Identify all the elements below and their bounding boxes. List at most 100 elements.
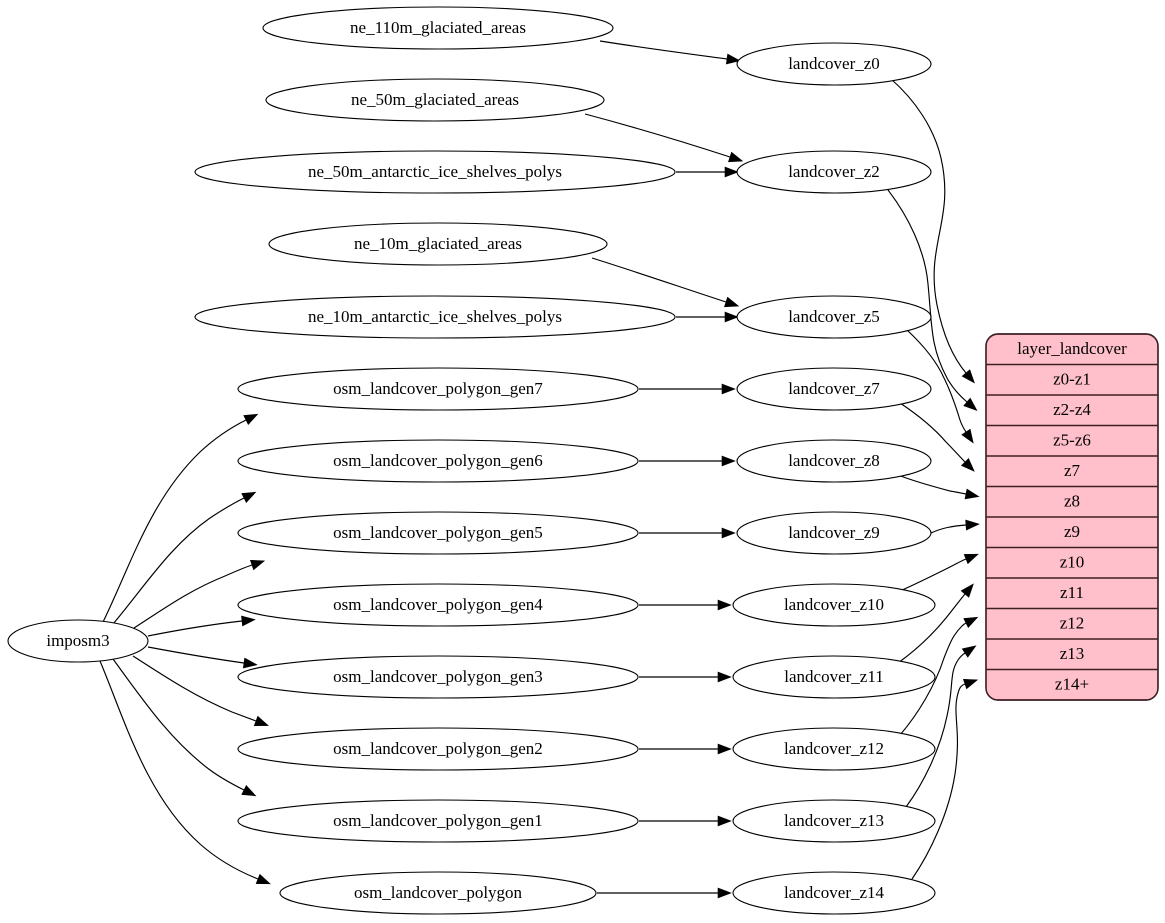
edge-line [911, 683, 966, 880]
graph-node-landcover_z5[interactable]: landcover_z5 [736, 295, 932, 339]
edge-line [591, 257, 727, 303]
graph-node-landcover_z2[interactable]: landcover_z2 [736, 150, 932, 194]
node-ellipse[interactable] [237, 583, 639, 627]
table-row-hit[interactable] [986, 548, 1158, 579]
table-row-hit[interactable] [986, 670, 1158, 701]
node-ellipse[interactable] [732, 655, 936, 699]
graph-node-osm_landcover_polygon[interactable]: osm_landcover_polygon [279, 871, 597, 915]
graph-node-osm_landcover_polygon_gen5[interactable]: osm_landcover_polygon_gen5 [237, 511, 639, 555]
node-ellipse[interactable] [736, 42, 932, 86]
table-row-hit[interactable] [986, 517, 1158, 548]
edge-arrowhead [721, 455, 736, 467]
graph-node-imposm3[interactable]: imposm3 [7, 619, 149, 663]
table-row[interactable]: z2-z4 [986, 395, 1158, 426]
table-row-hit[interactable] [986, 395, 1158, 426]
node-ellipse[interactable] [237, 511, 639, 555]
edge-line [899, 622, 967, 736]
node-ellipse[interactable] [237, 799, 639, 843]
node-ellipse[interactable] [736, 295, 932, 339]
edge-line [584, 113, 731, 158]
node-ellipse[interactable] [194, 150, 676, 194]
table-row-hit[interactable] [986, 578, 1158, 609]
graph-node-landcover_z11[interactable]: landcover_z11 [732, 655, 936, 699]
graph-node-landcover_z7[interactable]: landcover_z7 [736, 367, 932, 411]
table-row[interactable]: z13 [986, 639, 1158, 670]
node-ellipse[interactable] [736, 511, 932, 555]
node-ellipse[interactable] [7, 619, 149, 663]
layer-table[interactable]: layer_landcoverz0-z1z2-z4z5-z6z7z8z9z10z… [985, 333, 1159, 701]
table-row[interactable]: z0-z1 [986, 365, 1158, 396]
node-ellipse[interactable] [736, 367, 932, 411]
graph-edge [639, 671, 732, 683]
node-ellipse[interactable] [237, 439, 639, 483]
graph-node-osm_landcover_polygon_gen4[interactable]: osm_landcover_polygon_gen4 [237, 583, 639, 627]
node-ellipse[interactable] [262, 6, 614, 50]
graph-edge [639, 599, 732, 611]
node-ellipse[interactable] [736, 439, 932, 483]
edge-line [99, 660, 259, 880]
node-ellipse[interactable] [279, 871, 597, 915]
edge-arrowhead [241, 491, 257, 503]
edge-line [112, 658, 245, 791]
table-row-hit[interactable] [986, 456, 1158, 487]
graph-node-landcover_z12[interactable]: landcover_z12 [732, 727, 936, 771]
graph-node-osm_landcover_polygon_gen6[interactable]: osm_landcover_polygon_gen6 [237, 439, 639, 483]
node-ellipse[interactable] [237, 727, 639, 771]
edge-arrowhead [241, 615, 256, 627]
graph-node-osm_landcover_polygon_gen3[interactable]: osm_landcover_polygon_gen3 [237, 655, 639, 699]
node-ellipse[interactable] [194, 295, 676, 339]
table-row-hit[interactable] [986, 487, 1158, 518]
node-ellipse[interactable] [732, 583, 936, 627]
table-layer: layer_landcoverz0-z1z2-z4z5-z6z7z8z9z10z… [985, 333, 1159, 701]
edge-arrowhead [724, 296, 740, 308]
node-ellipse[interactable] [237, 655, 639, 699]
node-ellipse[interactable] [268, 222, 608, 266]
table-row[interactable]: z11 [986, 578, 1158, 609]
table-row-hit[interactable] [986, 609, 1158, 640]
node-ellipse[interactable] [732, 871, 936, 915]
node-ellipse[interactable] [265, 78, 605, 122]
edge-arrowhead [962, 678, 979, 690]
graph-node-osm_landcover_polygon_gen7[interactable]: osm_landcover_polygon_gen7 [237, 367, 639, 411]
node-ellipse[interactable] [732, 727, 936, 771]
graph-edge [899, 616, 979, 736]
table-row[interactable]: z12 [986, 609, 1158, 640]
table-row-hit[interactable] [986, 426, 1158, 457]
table-row-hit[interactable] [986, 639, 1158, 670]
table-row[interactable]: z8 [986, 487, 1158, 518]
graph-node-landcover_z14[interactable]: landcover_z14 [732, 871, 936, 915]
table-row[interactable]: z10 [986, 548, 1158, 579]
graph-edge [596, 887, 732, 899]
graph-node-landcover_z9[interactable]: landcover_z9 [736, 511, 932, 555]
graph-node-landcover_z13[interactable]: landcover_z13 [732, 799, 936, 843]
edge-line [112, 497, 245, 625]
graph-node-ne_50m_glaciated_areas[interactable]: ne_50m_glaciated_areas [265, 78, 605, 122]
graph-node-osm_landcover_polygon_gen2[interactable]: osm_landcover_polygon_gen2 [237, 727, 639, 771]
edge-arrowhead [242, 657, 258, 669]
table-row[interactable]: z7 [986, 456, 1158, 487]
graph-node-landcover_z0[interactable]: landcover_z0 [736, 42, 932, 86]
node-ellipse[interactable] [732, 799, 936, 843]
edge-line [147, 646, 245, 664]
graph-node-landcover_z10[interactable]: landcover_z10 [732, 583, 936, 627]
node-ellipse[interactable] [237, 367, 639, 411]
graph-edge [147, 615, 256, 637]
edge-line [905, 652, 966, 808]
edge-line [102, 419, 247, 623]
table-row[interactable]: z5-z6 [986, 426, 1158, 457]
graph-node-landcover_z8[interactable]: landcover_z8 [736, 439, 932, 483]
table-row-hit[interactable] [986, 365, 1158, 396]
graph-edge [132, 655, 269, 726]
graph-node-ne_110m_glaciated_areas[interactable]: ne_110m_glaciated_areas [262, 6, 614, 50]
graph-edge [899, 553, 979, 592]
graph-node-ne_50m_antarctic_ice_shelves_polys[interactable]: ne_50m_antarctic_ice_shelves_polys [194, 150, 676, 194]
graph-edge [899, 402, 975, 472]
graph-node-osm_landcover_polygon_gen1[interactable]: osm_landcover_polygon_gen1 [237, 799, 639, 843]
edge-arrowhead [255, 873, 271, 885]
edge-arrowhead [717, 887, 732, 899]
graph-node-ne_10m_antarctic_ice_shelves_polys[interactable]: ne_10m_antarctic_ice_shelves_polys [194, 295, 676, 339]
table-row[interactable]: z9 [986, 517, 1158, 548]
graph-node-ne_10m_glaciated_areas[interactable]: ne_10m_glaciated_areas [268, 222, 608, 266]
table-row[interactable]: z14+ [986, 670, 1158, 701]
node-ellipse[interactable] [736, 150, 932, 194]
